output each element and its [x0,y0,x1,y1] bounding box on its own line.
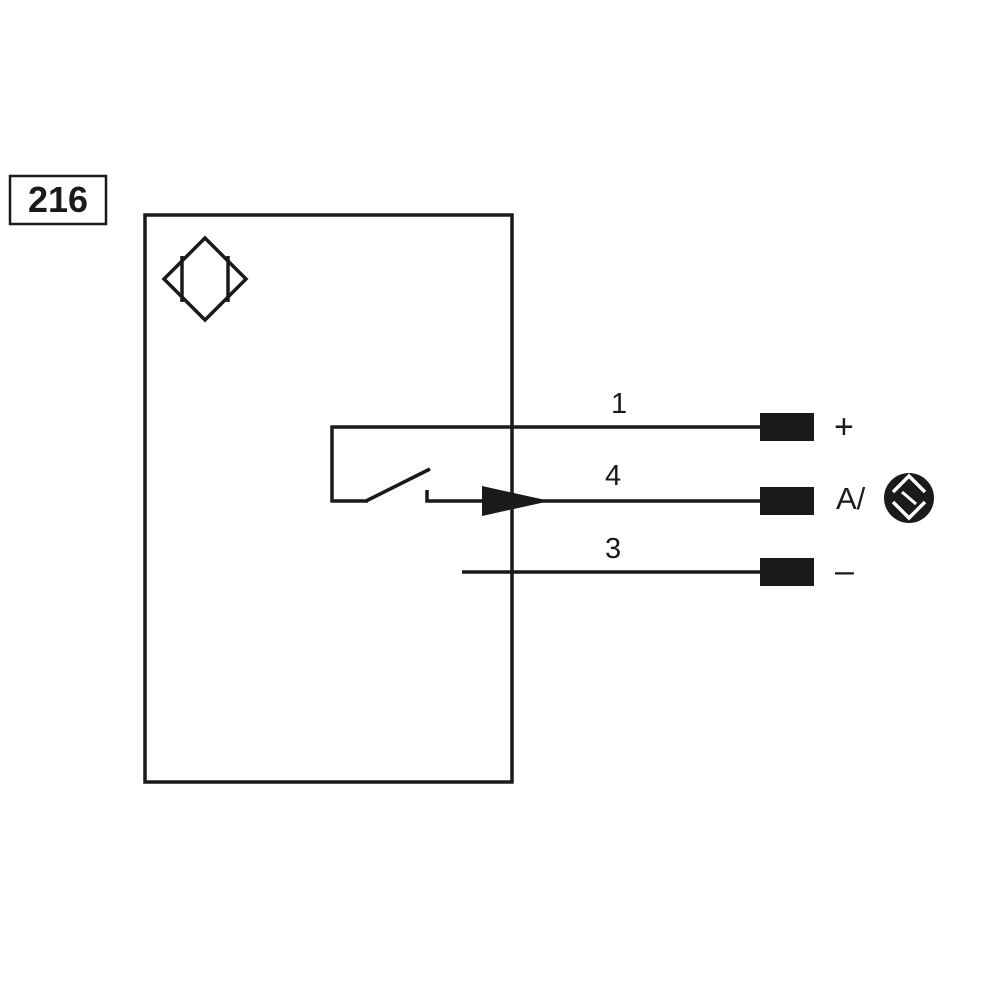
device-code-box [8,174,108,226]
device-code: 216 [27,179,89,220]
terminal-1 [760,413,814,441]
output-arrow [482,486,550,516]
pin-label-4: 4 [605,460,622,492]
signal-label-plus: + [834,408,854,446]
antivalent-output-icon [884,473,934,523]
inductive-sensor-diamond-icon [161,235,249,323]
pin-label-1: 1 [611,388,628,420]
signal-label-minus: – [835,552,854,590]
terminal-3 [760,558,814,586]
normally-open-switch-icon [330,425,760,503]
signal-label-output: A/ [836,481,866,516]
sensor-housing [143,213,514,784]
pin-label-3: 3 [605,533,622,565]
terminal-4 [760,487,814,515]
